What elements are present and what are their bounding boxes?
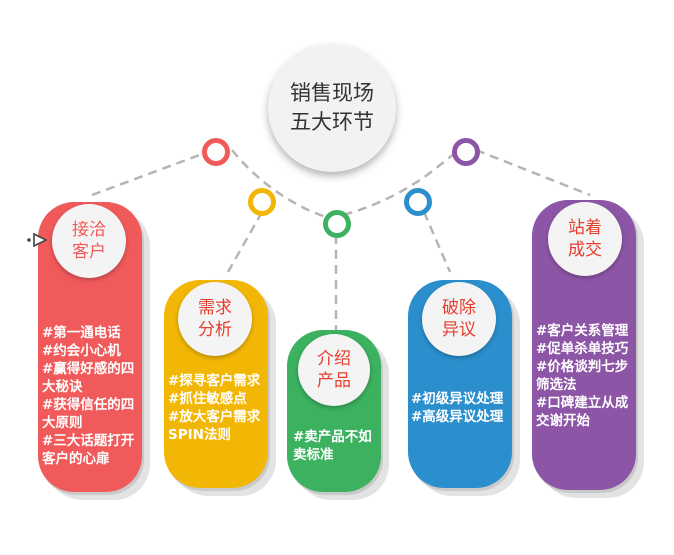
arrow-marker-icon [27, 232, 48, 248]
stage-1-item: 客户的心扉 [42, 451, 110, 467]
stage-3-item: 卖标准 [293, 447, 334, 463]
ring-blue [404, 188, 432, 216]
stage-5-item: #促单杀单技巧 [536, 341, 629, 357]
stage-3-item: #卖产品不如 [293, 429, 372, 445]
stage-2-item: #放大客户需求 [168, 409, 261, 425]
stage-2-items: #探寻客户需求 #抓住敏感点 #放大客户需求 SPIN法则 [168, 372, 260, 444]
stage-4-title2: 异议 [442, 320, 476, 340]
stage-1-title2: 客户 [72, 242, 106, 262]
stage-5-title1: 站着 [568, 218, 602, 238]
ring-red [202, 138, 230, 166]
stage-2-title2: 分析 [198, 320, 232, 340]
stage-2-item: #探寻客户需求 [168, 373, 261, 389]
stage-badge-5: 站着成交 [548, 202, 622, 276]
stage-badge-1: 接洽客户 [52, 204, 126, 278]
stage-5-item: 筛选法 [536, 377, 577, 393]
stage-4-item: #高级异议处理 [411, 409, 504, 425]
stage-1-title1: 接洽 [72, 220, 106, 240]
ring-yellow [248, 188, 276, 216]
stage-2-item: #抓住敏感点 [168, 391, 247, 407]
stage-5-item: #口碑建立从成 [536, 395, 629, 411]
stage-5-item: #价格谈判七步 [536, 359, 629, 375]
stage-1-item: #第一通电话 [42, 325, 121, 341]
stage-3-items: #卖产品不如 卖标准 [293, 428, 372, 464]
stage-1-items: #第一通电话 #约会小心机 #赢得好感的四 大秘诀 #获得信任的四 大原则 #三… [42, 324, 134, 468]
stage-1-item: #约会小心机 [42, 343, 121, 359]
stage-1-item: 大原则 [42, 415, 83, 431]
stage-badge-2: 需求分析 [178, 282, 252, 356]
stage-2-item: SPIN法则 [168, 427, 231, 443]
ring-green [323, 210, 351, 238]
stage-1-item: #赢得好感的四 [42, 361, 135, 377]
stage-2-title1: 需求 [198, 298, 232, 318]
ring-purple [452, 138, 480, 166]
stage-5-item: #客户关系管理 [536, 323, 629, 339]
stage-5-item: 交谢开始 [536, 413, 590, 429]
stage-1-item: #三大话题打开 [42, 433, 135, 449]
stage-3-title1: 介绍 [317, 349, 351, 369]
stage-4-title1: 破除 [442, 298, 476, 318]
center-title-line2: 五大环节 [290, 110, 374, 134]
stage-4-item: #初级异议处理 [411, 391, 504, 407]
stage-badge-3: 介绍产品 [298, 334, 370, 406]
stage-badge-4: 破除异议 [422, 282, 496, 356]
stage-4-items: #初级异议处理 #高级异议处理 [411, 390, 503, 426]
center-title-line1: 销售现场 [290, 81, 374, 105]
stage-1-item: 大秘诀 [42, 379, 83, 395]
stage-3-title2: 产品 [317, 371, 351, 391]
stage-5-items: #客户关系管理 #促单杀单技巧 #价格谈判七步 筛选法 #口碑建立从成 交谢开始 [536, 322, 628, 430]
center-circle: 销售现场 五大环节 [268, 44, 396, 172]
stage-5-title2: 成交 [568, 240, 602, 260]
stage-1-item: #获得信任的四 [42, 397, 135, 413]
